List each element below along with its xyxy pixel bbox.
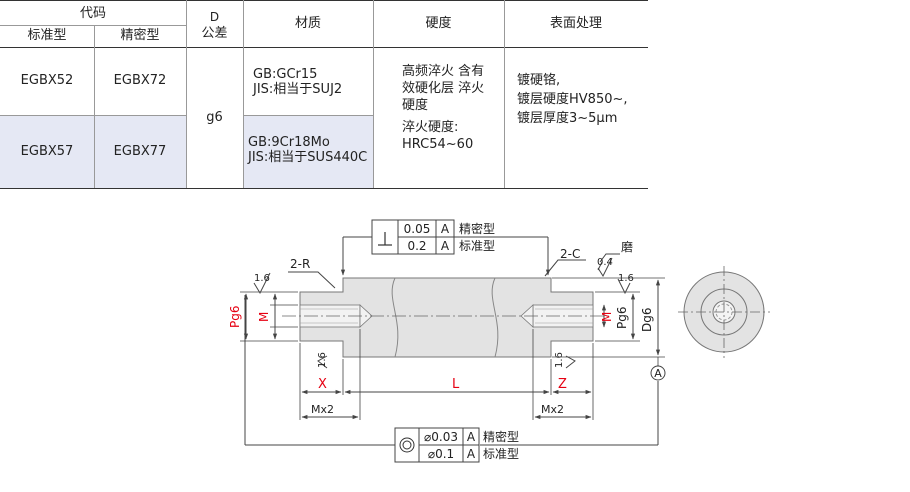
perp-standard-value: 0.2 <box>407 239 426 253</box>
row2-precision: EGBX77 <box>113 143 167 159</box>
conc-datum-2: A <box>467 447 476 461</box>
chamfer-right-label: 2-C <box>560 247 580 261</box>
dim-z: Z <box>558 377 567 392</box>
perp-standard-label: 标准型 <box>459 239 495 253</box>
row1-standard: EGBX52 <box>20 73 74 89</box>
right-m: M <box>600 312 614 322</box>
horizontal-dimensions <box>299 329 594 420</box>
row2-material-shade <box>243 115 373 188</box>
datum-a-symbol <box>650 365 666 381</box>
right-dimensions <box>552 277 665 365</box>
dim-l: L <box>452 377 460 392</box>
surface-cell: 镀硬铬, 镀层硬度HV850~, 镀层厚度3~5μm <box>517 73 628 126</box>
dim-mx2-left: Mx2 <box>311 403 334 416</box>
header-d-tolerance: D 公差 <box>186 4 243 47</box>
header-tolerance: 公差 <box>201 25 228 41</box>
dim-mx2-right: Mx2 <box>541 403 564 416</box>
rough-right-top: 1.6 <box>618 273 634 284</box>
side-view <box>678 266 770 358</box>
row2-standard: EGBX57 <box>20 143 74 159</box>
right-dg6: Dg6 <box>640 308 654 333</box>
header-precision: 精密型 <box>120 28 160 44</box>
header-hardness: 硬度 <box>425 15 452 31</box>
conc-precision-value: ⌀0.03 <box>424 430 458 444</box>
chamfer-left-label: 2-R <box>290 257 310 271</box>
header-material: 材质 <box>294 15 321 31</box>
conc-precision-label: 精密型 <box>483 429 519 444</box>
rough-right-bottom: 1.6 <box>554 352 565 368</box>
roughness-symbols <box>253 257 631 369</box>
rough-left-bottom: 1.6 <box>317 352 328 368</box>
left-dimensions <box>240 291 298 342</box>
left-m: M <box>257 312 271 322</box>
conc-standard-value: ⌀0.1 <box>428 447 454 461</box>
perpendicularity-frame <box>340 219 551 276</box>
row2-shade <box>0 115 186 188</box>
row2-material: GB:9Cr18Mo JIS:相当于SUS440C <box>248 135 368 165</box>
header-code: 代码 <box>79 5 106 21</box>
perp-precision-value: 0.05 <box>404 222 431 236</box>
dim-x: X <box>318 377 327 392</box>
header-d: D <box>209 9 220 24</box>
rough-left-top: 1.6 <box>254 273 270 284</box>
header-standard: 标准型 <box>27 28 67 44</box>
row1-precision: EGBX72 <box>113 73 167 89</box>
left-pg6: Pg6 <box>228 306 242 329</box>
concentricity-frame <box>244 295 659 463</box>
right-pg6: Pg6 <box>615 307 629 330</box>
perp-precision-label: 精密型 <box>459 221 495 236</box>
perp-datum-2: A <box>441 239 450 253</box>
hardness-cell: 高频淬火 含有 效硬化层 淬火 硬度 淬火硬度: HRC54~60 <box>402 64 485 152</box>
rough-grind: 0.4 <box>597 257 613 268</box>
row1-material: GB:GCr15 JIS:相当于SUJ2 <box>253 67 343 97</box>
conc-standard-label: 标准型 <box>483 447 519 461</box>
tolerance-cell: g6 <box>206 109 223 125</box>
perp-datum-1: A <box>441 222 450 236</box>
header-surface: 表面处理 <box>549 15 602 31</box>
datum-a-label: A <box>654 367 662 380</box>
shaft-part <box>282 277 612 358</box>
conc-datum-1: A <box>467 430 476 444</box>
grind-label: 磨 <box>621 240 633 254</box>
